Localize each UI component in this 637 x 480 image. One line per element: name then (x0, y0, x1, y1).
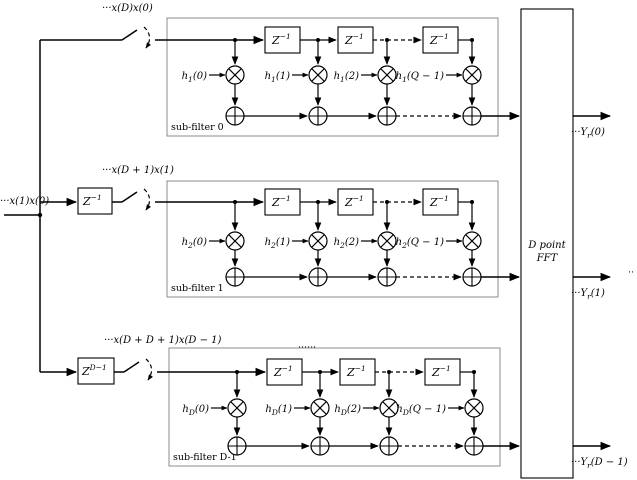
input-sequence-label: ···x(D)x(0) (102, 3, 153, 14)
delay-label-0: Z−1 (271, 32, 291, 47)
multiplier-cross (380, 234, 394, 248)
coef-label-1: h1(1) (265, 71, 290, 84)
delay-box-0 (264, 26, 301, 54)
delay-label-2: Z−1 (429, 194, 449, 209)
vertical-ellipsis: ······ (298, 342, 316, 353)
delay-box-2 (424, 358, 461, 386)
delay-label-2: Z−1 (431, 364, 451, 379)
input-junction (37, 212, 43, 218)
switch-rotation-arrow (143, 26, 151, 49)
branch-2: sub-filter D-1 ···x(D + D + 1)x(D − 1) Z−1… (104, 335, 628, 470)
coef-label-1: h2(1) (265, 237, 290, 250)
branch-1: sub-filter 1 ···x(D + 1)x(1) Z−1 Z−1 Z−1 h2(0… (102, 165, 612, 301)
input-sequence-label: ···x(1)x(0) (0, 196, 49, 207)
delay-label-2: Z−1 (429, 32, 449, 47)
multiplier-cross (465, 234, 479, 248)
fft-output-label: ···Yr(0) (571, 127, 605, 140)
coef-label-2: h1(2) (334, 71, 359, 84)
multiplier-cross (380, 68, 394, 82)
switch-blade (121, 191, 138, 203)
subfilter-label: sub-filter 0 (171, 122, 224, 133)
fft-output-label: ···Yr(1) (571, 288, 605, 301)
multiplier-cross (228, 234, 242, 248)
delay-box-1 (339, 358, 376, 386)
fft-label-line2: FFT (536, 253, 559, 264)
multiplier-cross (467, 401, 481, 415)
right-ellipsis: ·· (628, 267, 634, 278)
coef-label-0: hD(0) (182, 404, 209, 417)
multiplier-cross (313, 401, 327, 415)
delay-box-0 (266, 358, 303, 386)
switch-blade (121, 29, 138, 41)
branch1-predelay-label: Z−1 (82, 193, 102, 208)
branch2-predelay-box (77, 357, 115, 385)
switch-blade (123, 361, 140, 373)
input-sequence-label: ···x(D + 1)x(1) (102, 165, 174, 176)
coef-label-2: h2(2) (334, 237, 359, 250)
coef-label-3: hD(Q − 1) (396, 404, 446, 417)
delay-box-0 (264, 188, 301, 216)
multiplier-cross (230, 401, 244, 415)
fft-label-line1: D point (527, 240, 566, 251)
delay-label-0: Z−1 (271, 194, 291, 209)
switch-rotation-arrow (145, 358, 153, 381)
delay-box-1 (337, 26, 374, 54)
delay-label-0: Z−1 (273, 364, 293, 379)
subfilter-label: sub-filter D-1 (173, 452, 237, 463)
multiplier-cross (311, 68, 325, 82)
subfilter-label: sub-filter 1 (171, 283, 224, 294)
coef-label-3: h1(Q − 1) (396, 71, 444, 84)
delay-box-2 (422, 26, 459, 54)
coef-label-0: h2(0) (182, 237, 207, 250)
fft-output-label: ···Yr(D − 1) (571, 457, 628, 470)
coef-label-0: h1(0) (182, 71, 207, 84)
delay-label-1: Z−1 (344, 194, 364, 209)
multiplier-cross (465, 68, 479, 82)
fft-block (520, 8, 574, 479)
branch2-predelay-label: ZD−1 (81, 363, 107, 378)
branch-0: sub-filter 0 ···x(D)x(0) Z−1 Z−1 Z−1 h1(0) h1(… (102, 3, 612, 140)
multiplier-cross (311, 234, 325, 248)
branch1-predelay-box (77, 187, 113, 215)
coef-label-1: hD(1) (265, 404, 292, 417)
delay-label-1: Z−1 (344, 32, 364, 47)
coef-label-2: hD(2) (334, 404, 361, 417)
switch-rotation-arrow (143, 188, 151, 211)
delay-label-1: Z−1 (346, 364, 366, 379)
coef-label-3: h2(Q − 1) (396, 237, 444, 250)
multiplier-cross (228, 68, 242, 82)
input-sequence-label: ···x(D + D + 1)x(D − 1) (104, 335, 222, 346)
delay-box-2 (422, 188, 459, 216)
multiplier-cross (382, 401, 396, 415)
